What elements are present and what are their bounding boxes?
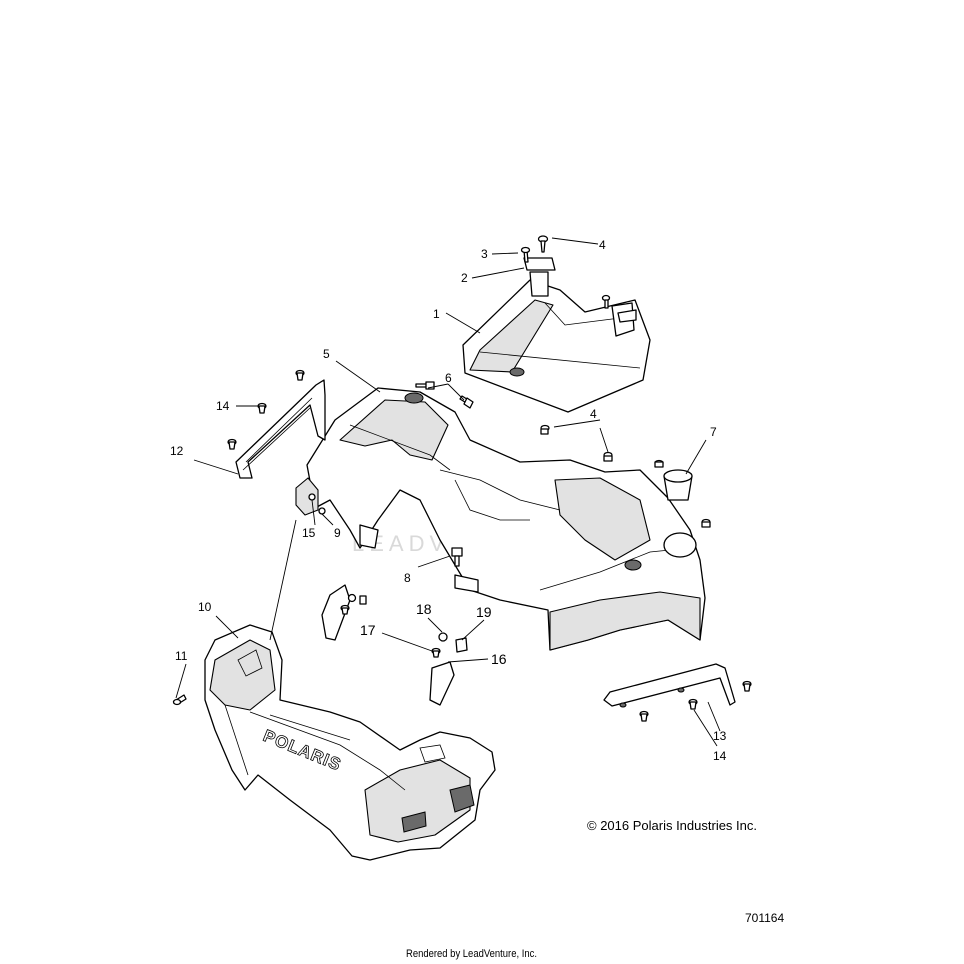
leader-lines bbox=[175, 237, 721, 747]
part-4-screw-rack[interactable] bbox=[540, 424, 711, 528]
callout-14-right: 14 bbox=[713, 749, 727, 763]
callout-4-top: 4 bbox=[599, 238, 606, 252]
callout-13: 13 bbox=[713, 729, 727, 743]
callout-3: 3 bbox=[481, 247, 488, 261]
callout-numbers: 1 2 3 4 4 5 6 7 8 9 10 11 12 13 14 14 15… bbox=[170, 238, 727, 763]
part-4-screw-top[interactable] bbox=[537, 235, 611, 309]
callout-17: 17 bbox=[360, 622, 376, 638]
callout-19: 19 bbox=[476, 604, 492, 620]
part-14-screw-left[interactable] bbox=[227, 369, 305, 450]
part-15-retainer[interactable] bbox=[308, 493, 316, 501]
callout-12: 12 bbox=[170, 444, 184, 458]
part-8-bolt[interactable] bbox=[451, 547, 463, 567]
part-13-right-bracket[interactable] bbox=[603, 663, 736, 708]
part-18-nut[interactable] bbox=[347, 593, 448, 642]
callout-18: 18 bbox=[416, 601, 432, 617]
part-11-screw[interactable] bbox=[172, 694, 187, 706]
part-10-front-bumper[interactable]: POLARIS bbox=[204, 624, 496, 861]
callout-10: 10 bbox=[198, 600, 212, 614]
part-1-hood-lid[interactable] bbox=[462, 279, 651, 413]
part-16-bracket[interactable] bbox=[321, 584, 455, 706]
copyright-notice: © 2016 Polaris Industries Inc. bbox=[587, 818, 757, 833]
callout-11: 11 bbox=[175, 649, 188, 663]
rendered-by-credit: Rendered by LeadVenture, Inc. bbox=[406, 948, 537, 960]
part-12-left-bracket[interactable] bbox=[235, 379, 326, 479]
part-5-front-fender-panel[interactable] bbox=[295, 387, 706, 651]
callout-1: 1 bbox=[433, 307, 440, 321]
callout-15: 15 bbox=[302, 526, 316, 540]
callout-8: 8 bbox=[404, 571, 411, 585]
callout-7: 7 bbox=[710, 425, 717, 439]
callout-5: 5 bbox=[323, 347, 330, 361]
callout-16: 16 bbox=[491, 651, 507, 667]
part-7-plug[interactable] bbox=[663, 469, 693, 501]
part-17-screw[interactable] bbox=[340, 604, 441, 658]
callout-4-rack: 4 bbox=[590, 407, 597, 421]
diagram-reference-number: 701164 bbox=[745, 911, 785, 925]
part-14-screw-right[interactable] bbox=[639, 680, 752, 722]
part-19-clip[interactable] bbox=[359, 595, 468, 653]
callout-14-left: 14 bbox=[216, 399, 230, 413]
callout-6: 6 bbox=[445, 371, 452, 385]
part-3-screw[interactable] bbox=[520, 246, 531, 263]
part-9-nut[interactable] bbox=[318, 507, 326, 515]
callout-2: 2 bbox=[461, 271, 468, 285]
part-2-hinge[interactable] bbox=[523, 257, 637, 337]
callout-9: 9 bbox=[334, 526, 341, 540]
